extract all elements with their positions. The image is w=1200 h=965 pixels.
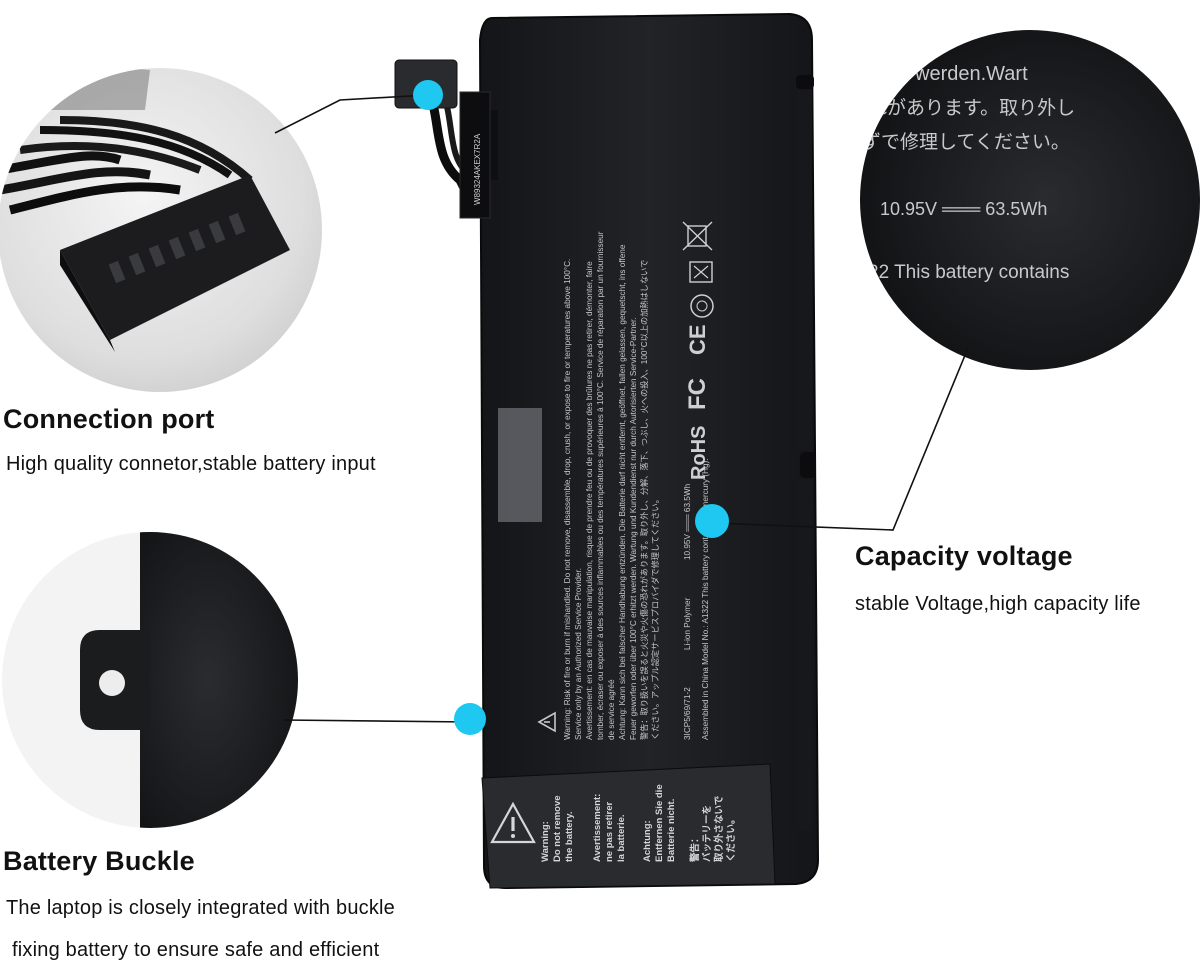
warning-line: Achtung: Kann sich bei falscher Handhabu… — [618, 244, 627, 740]
assembled-line: Assembled in China Model No.: A1322 This… — [701, 458, 710, 740]
battery: W89324AKEX7R2A — [394, 12, 820, 890]
connection-port-zoom — [0, 68, 322, 392]
warning-line: de service agréé — [607, 679, 616, 740]
sticker-text: Avertissement: — [592, 794, 603, 862]
battery-buckle-description-line1: The laptop is closely integrated with bu… — [6, 897, 396, 919]
chemistry: Li-ion Polymer — [683, 597, 692, 650]
sticker-text: ください。 — [726, 814, 737, 862]
battery-label: Warning: Risk of fire or burn if mishand… — [563, 231, 710, 740]
warning-sticker: Warning: Do not remove the battery. Aver… — [481, 763, 776, 889]
capacity-label-zoom: werden.Wart れがあります。取り外し ずで修理してください。 10.9… — [860, 30, 1200, 370]
marker-capacity — [695, 504, 729, 538]
sticker-text: ne pas retirer — [604, 802, 615, 862]
warning-line: Warning: Risk of fire or burn if mishand… — [563, 259, 572, 740]
sticker-text: Do not remove — [552, 795, 563, 862]
marker-buckle — [454, 703, 486, 735]
sticker-text: 警告： — [689, 833, 701, 862]
capacity-voltage-title: Capacity voltage — [855, 541, 1073, 571]
battery-buckle-title: Battery Buckle — [3, 846, 195, 876]
sticker-text: la batterie. — [616, 814, 627, 862]
fc-mark: FC — [684, 378, 711, 410]
connection-port-title: Connection port — [3, 404, 215, 434]
sticker-text: Batterie nicht. — [666, 799, 677, 862]
rating-small: 10.95V ═══ 63.5Wh — [683, 483, 692, 560]
warning-line: tomber, écraser ou exposer à des sources… — [596, 231, 605, 740]
leader-line-buckle — [282, 719, 471, 723]
warning-line: Feuer geworfen oder über 100°C erhitzt w… — [629, 317, 638, 740]
warning-line: 警告：取り扱いを誤ると火災や火傷の恐れがあります。取り外し、分解、落下、つぶし、… — [639, 260, 649, 740]
rohs-mark: RoHS — [688, 426, 710, 480]
model-code: 3ICP5/69/71-2 — [683, 687, 692, 740]
zoom-text-line: 22 This battery contains — [868, 262, 1069, 283]
warning-line: Service only by an Authorized Service Pr… — [574, 568, 583, 740]
crossed-bin-icon — [682, 221, 713, 251]
leader-lines — [274, 94, 969, 723]
battery-buckle-description-line2: fixing battery to ensure safe and effici… — [12, 939, 380, 961]
warning-line: ください。アップル認定サービスプロバイダで修理してください。 — [650, 495, 660, 740]
sticker-text: バッテリーを — [701, 805, 713, 862]
battery-recycle-icon — [689, 261, 713, 283]
zoom-rating: 10.95V ═══ 63.5Wh — [880, 199, 1047, 219]
marker-connection — [413, 80, 443, 110]
serial-number: W89324AKEX7R2A — [473, 133, 482, 205]
connection-port-description: High quality connetor,stable battery inp… — [6, 453, 376, 475]
sticker-text: Warning: — [540, 821, 551, 862]
warning-triangle-icon — [537, 711, 556, 733]
sticker-text: Achtung: — [642, 820, 653, 862]
zoom-text-line: werden.Wart — [914, 63, 1028, 85]
markers — [413, 80, 729, 735]
warning-line: Avertissement: en cas de mauvaise manipu… — [585, 261, 594, 740]
capacity-voltage-description: stable Voltage,high capacity life — [855, 593, 1141, 615]
sticker-text: 取り外さないで — [713, 795, 725, 862]
zoom-text-line: れがあります。取り外し — [868, 97, 1075, 119]
battery-buckle-zoom — [2, 532, 298, 828]
recycle-icon — [690, 294, 714, 318]
sticker-text: Entfernen Sie die — [654, 784, 665, 862]
certification-marks: RoHS FC CE — [684, 324, 711, 480]
leader-line-connection — [274, 94, 429, 134]
sticker-triangle-icon — [490, 801, 536, 844]
leader-line-capacity — [711, 347, 969, 531]
zoom-text-line: ずで修理してください。 — [862, 131, 1070, 153]
ce-mark: CE — [685, 324, 710, 355]
sticker-text: the battery. — [564, 811, 575, 862]
